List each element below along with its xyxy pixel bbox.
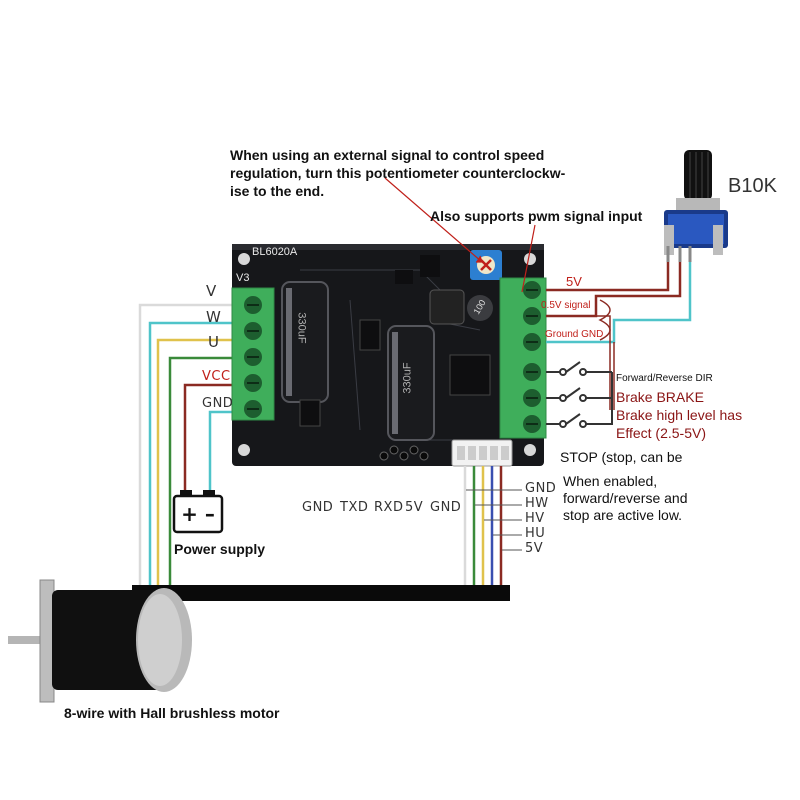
motor-label: 8-wire with Hall brushless motor (64, 705, 280, 721)
serial-pin-txd: TXD (340, 500, 369, 515)
potentiometer-icon (664, 150, 728, 262)
wire-5v (546, 252, 670, 292)
terminal-label-vcc: VCC (202, 369, 231, 384)
serial-pin-gnd-2: GND (430, 500, 462, 515)
label-stop: STOP (stop, can be (560, 449, 683, 465)
terminal-label-v: V (206, 282, 217, 300)
label-brake-3: Effect (2.5-5V) (616, 425, 707, 441)
wire-gnd-power (208, 410, 236, 490)
wire-v (138, 303, 236, 588)
cap-label-right: 330uF (401, 362, 414, 394)
power-supply-label: Power supply (174, 541, 266, 557)
svg-text:+ –: + – (181, 502, 215, 526)
terminal-label-u: U (208, 333, 220, 351)
annotation-arrows (384, 177, 536, 293)
hall-pin-gnd: GND (525, 481, 557, 496)
power-wires (183, 383, 236, 490)
hall-pin-5v: 5V (525, 541, 544, 556)
label-5v: 5V (566, 274, 582, 289)
left-terminal-block (231, 287, 275, 421)
note-line3: stop are active low. (563, 507, 683, 523)
control-wires (546, 252, 692, 410)
ext-signal-note-line3: ise to the end. (230, 183, 325, 199)
ext-signal-note-line1: When using an external signal to control… (230, 147, 545, 163)
terminal-label-gnd: GND (202, 396, 234, 411)
motor-wires (138, 303, 236, 588)
wire-green (168, 356, 236, 588)
ext-signal-note-line2: regulation, turn this potentiometer coun… (230, 165, 566, 181)
driver-board (232, 244, 544, 467)
serial-pin-5v: 5V (405, 500, 424, 515)
serial-pin-rxd: RXD (374, 500, 404, 515)
pwm-note: Also supports pwm signal input (430, 208, 643, 224)
right-terminal-block (499, 277, 547, 439)
note-line2: forward/reverse and (563, 490, 688, 506)
hall-pin-hw: HW (525, 496, 549, 511)
serial-pin-gnd-1: GND (302, 500, 334, 515)
wire-w (148, 321, 236, 588)
terminal-label-w: W (206, 308, 222, 326)
motor-icon (8, 579, 192, 703)
pot-label: B10K (728, 175, 777, 197)
label-dir: Forward/Reverse DIR (616, 373, 713, 384)
board-version: V3 (236, 272, 250, 284)
hall-pin-hv: HV (525, 511, 545, 526)
wire-vcc (183, 383, 236, 490)
hall-leader-lines (466, 489, 522, 551)
label-brake-1: Brake BRAKE (616, 389, 704, 405)
cap-label-left: 330uF (295, 312, 308, 344)
label-signal: 0.5V signal (541, 300, 591, 311)
wire-harness-bar (132, 585, 510, 601)
label-brake-2: Brake high level has (616, 407, 743, 423)
wire-u (156, 338, 236, 588)
hall-wires (463, 466, 503, 588)
label-ground: Ground GND (545, 329, 604, 340)
switches (546, 361, 613, 428)
wire-ground (546, 258, 692, 344)
board-model: BL6020A (252, 246, 298, 258)
hall-pin-hu: HU (525, 526, 546, 541)
battery-icon: + – (172, 490, 224, 534)
note-line1: When enabled, (563, 473, 658, 489)
